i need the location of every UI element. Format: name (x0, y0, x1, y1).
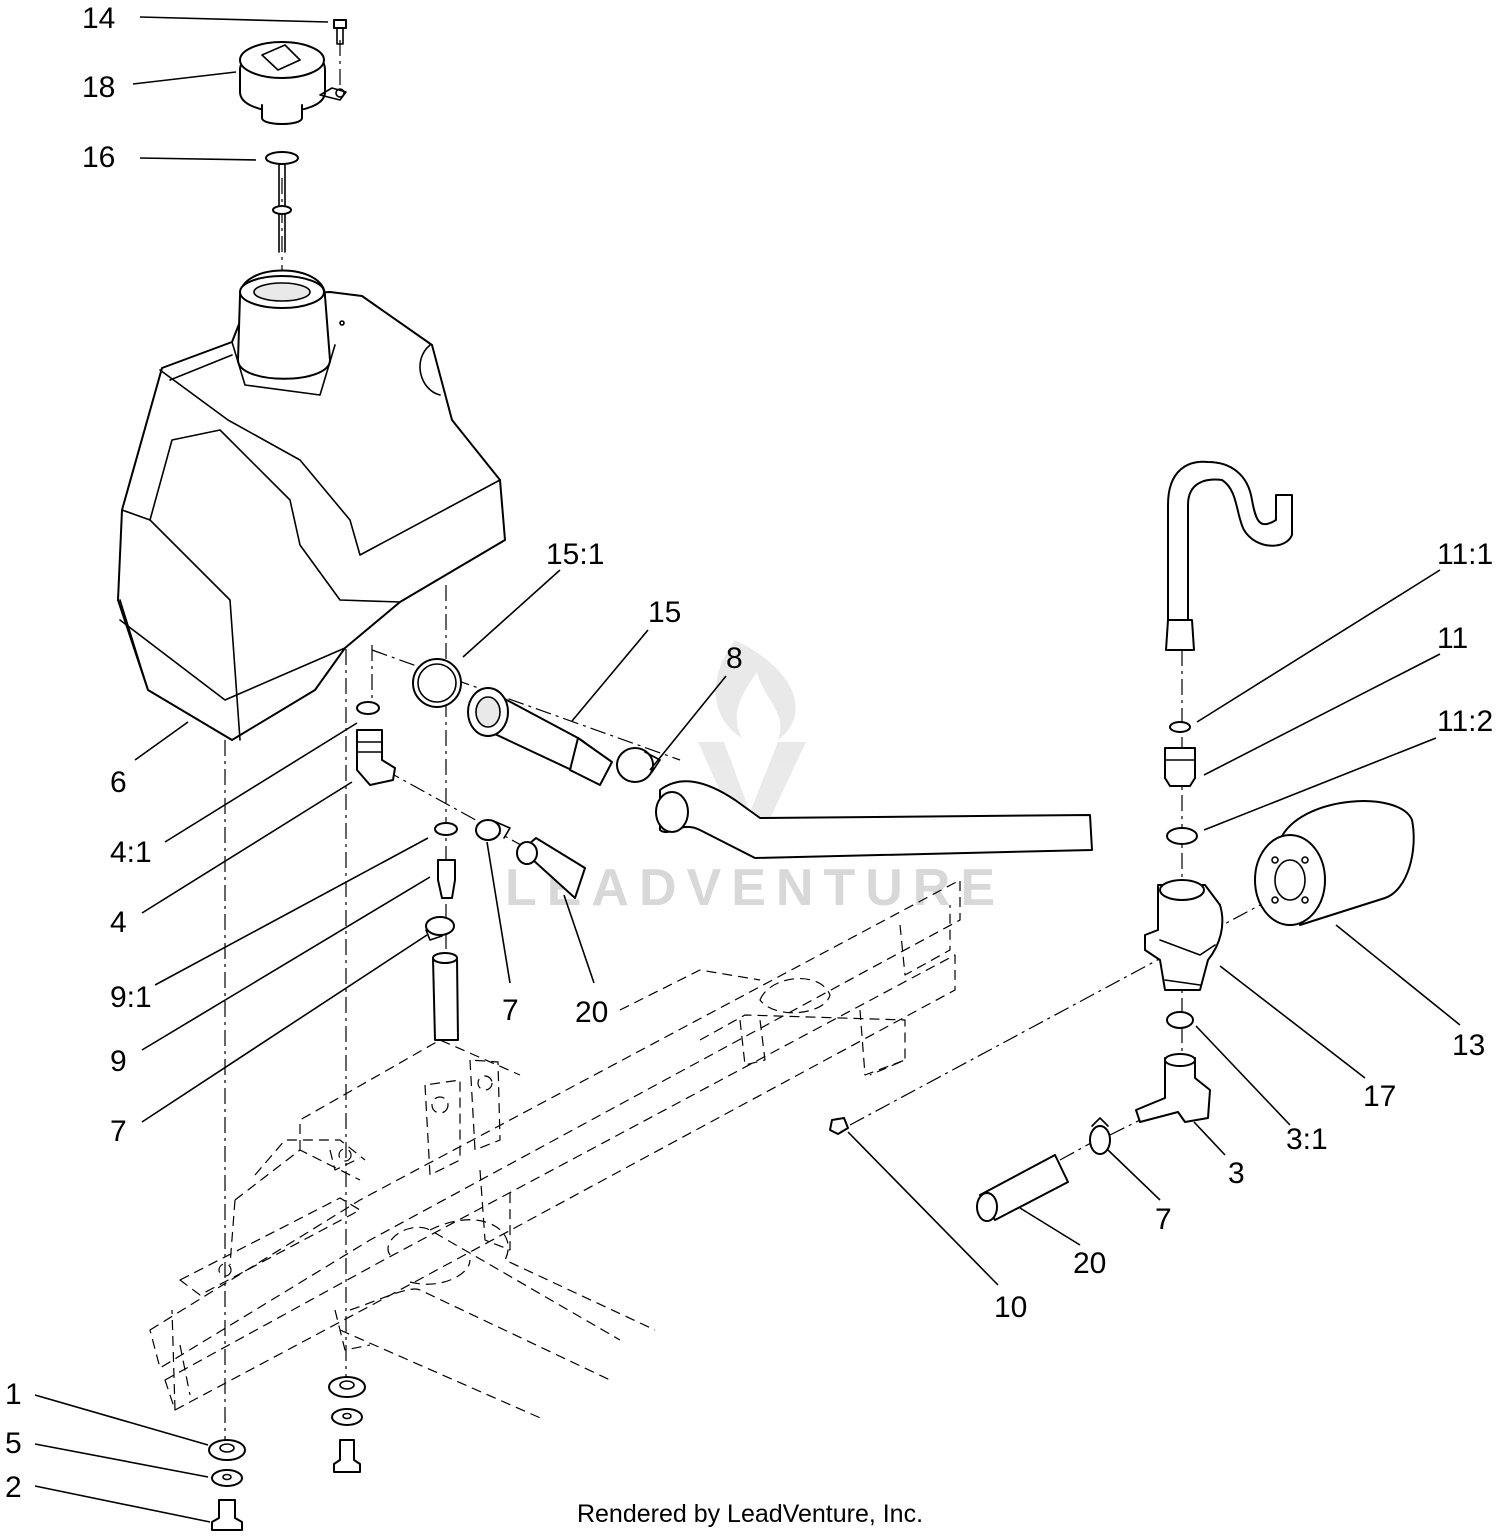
o-ring-15-1 (412, 658, 462, 708)
oil-filter-13 (1254, 800, 1415, 926)
callout-11: 11 (1437, 622, 1468, 655)
callout-3: 3 (1228, 1157, 1245, 1190)
callout-7-mid: 7 (502, 994, 519, 1027)
callout-9-1: 9:1 (110, 981, 152, 1014)
callout-14: 14 (82, 2, 115, 35)
o-ring-11-2 (1166, 827, 1198, 845)
adapter-fitting-11 (1164, 747, 1196, 787)
callout-9: 9 (110, 1045, 127, 1078)
callout-11-1: 11:1 (1437, 538, 1493, 571)
dipstick (265, 151, 299, 253)
hose-clamp-7-left (425, 916, 455, 941)
o-ring-9-1 (434, 822, 458, 836)
suction-tube (467, 687, 613, 786)
o-ring-3-1 (1166, 1011, 1194, 1029)
hose-20-upper (516, 837, 586, 899)
hydraulic-tank (117, 269, 506, 741)
callout-4: 4 (110, 906, 127, 939)
hose-clamp-7-right (1089, 1117, 1111, 1155)
callout-11-2: 11:2 (1437, 705, 1493, 738)
mount-hardware-right (328, 1376, 366, 1473)
callout-1: 1 (5, 1378, 22, 1411)
callout-15-1: 15:1 (546, 538, 604, 571)
filter-head-17 (1144, 879, 1224, 991)
callout-8: 8 (726, 642, 743, 675)
breather-tube (1165, 460, 1293, 651)
o-ring-4-1 (356, 701, 380, 715)
callout-7-right: 7 (1155, 1203, 1172, 1236)
elbow-fitting-4 (356, 729, 396, 786)
callout-5: 5 (5, 1427, 22, 1460)
hose-stub (432, 952, 459, 1041)
callout-10: 10 (994, 1291, 1027, 1324)
hose-20-lower (976, 1154, 1069, 1222)
callout-18: 18 (82, 71, 115, 104)
callout-labels: 14 18 16 15:1 15 8 6 4:1 4 9:1 9 7 7 20 … (5, 2, 1493, 1504)
suction-hose (655, 780, 1093, 859)
callout-6: 6 (110, 766, 127, 799)
callout-4-1: 4:1 (110, 836, 152, 869)
hose-clamp-8 (616, 747, 661, 783)
callout-13: 13 (1452, 1029, 1485, 1062)
mount-hardware-left (208, 1439, 246, 1531)
hose-clamp-7-mid (475, 819, 511, 841)
bolt-10 (829, 1117, 849, 1135)
callout-7-left: 7 (110, 1115, 127, 1148)
chassis-frame (149, 879, 961, 1421)
callout-20-lower: 20 (1073, 1247, 1106, 1280)
elbow-fitting-3 (1135, 1053, 1211, 1123)
callout-16: 16 (82, 141, 115, 174)
callout-20-upper: 20 (575, 996, 608, 1029)
callout-2: 2 (5, 1471, 22, 1504)
fitting-9 (437, 859, 456, 899)
watermark-logo-icon (698, 640, 806, 840)
o-ring-11-1 (1169, 721, 1191, 733)
cap-screw (333, 19, 347, 45)
watermark-text: LEADVENTURE (505, 859, 1005, 917)
callout-17: 17 (1363, 1080, 1396, 1113)
leader-lines (34, 16, 1461, 1523)
callout-15: 15 (648, 596, 681, 629)
callout-3-1: 3:1 (1286, 1123, 1328, 1156)
render-credit: Rendered by LeadVenture, Inc. (577, 1500, 923, 1528)
filler-cap (239, 41, 347, 125)
